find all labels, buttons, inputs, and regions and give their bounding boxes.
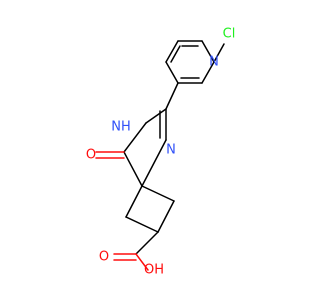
bond-c2-nh <box>145 108 167 124</box>
bond-cb-2 <box>157 200 175 233</box>
molecule-diagram: Cl N NH N O O OH <box>86 27 236 278</box>
imine-nitrogen-label: N <box>166 143 176 158</box>
bond-cb-3 <box>125 216 159 233</box>
bond-py-link <box>165 82 179 110</box>
acid-oxygen-label: O <box>99 250 109 265</box>
bond-py-double-3 <box>170 45 181 63</box>
pyridine-nitrogen-label: N <box>209 55 219 70</box>
amide-nitrogen-label: NH <box>111 120 131 135</box>
chlorine-atom-label: Cl <box>223 27 236 42</box>
bond-cb-4 <box>125 185 143 218</box>
bond-cl <box>213 43 225 63</box>
bond-acid-carbon <box>135 231 159 255</box>
bond-c4-spiro <box>123 151 143 187</box>
bond-cb-1 <box>141 185 175 202</box>
bond-py-3 <box>201 61 215 84</box>
bond-acid-oh <box>135 253 149 271</box>
bond-py-2 <box>201 40 215 63</box>
bond-py-5 <box>165 61 179 84</box>
hydroxyl-label: OH <box>144 263 164 278</box>
carbonyl-oxygen-label: O <box>86 148 96 163</box>
bond-spiro-n3 <box>141 139 167 187</box>
structure-canvas: Cl N NH N O O OH <box>86 27 236 278</box>
bond-py-6 <box>165 40 179 63</box>
bond-nh-c4 <box>123 122 147 153</box>
